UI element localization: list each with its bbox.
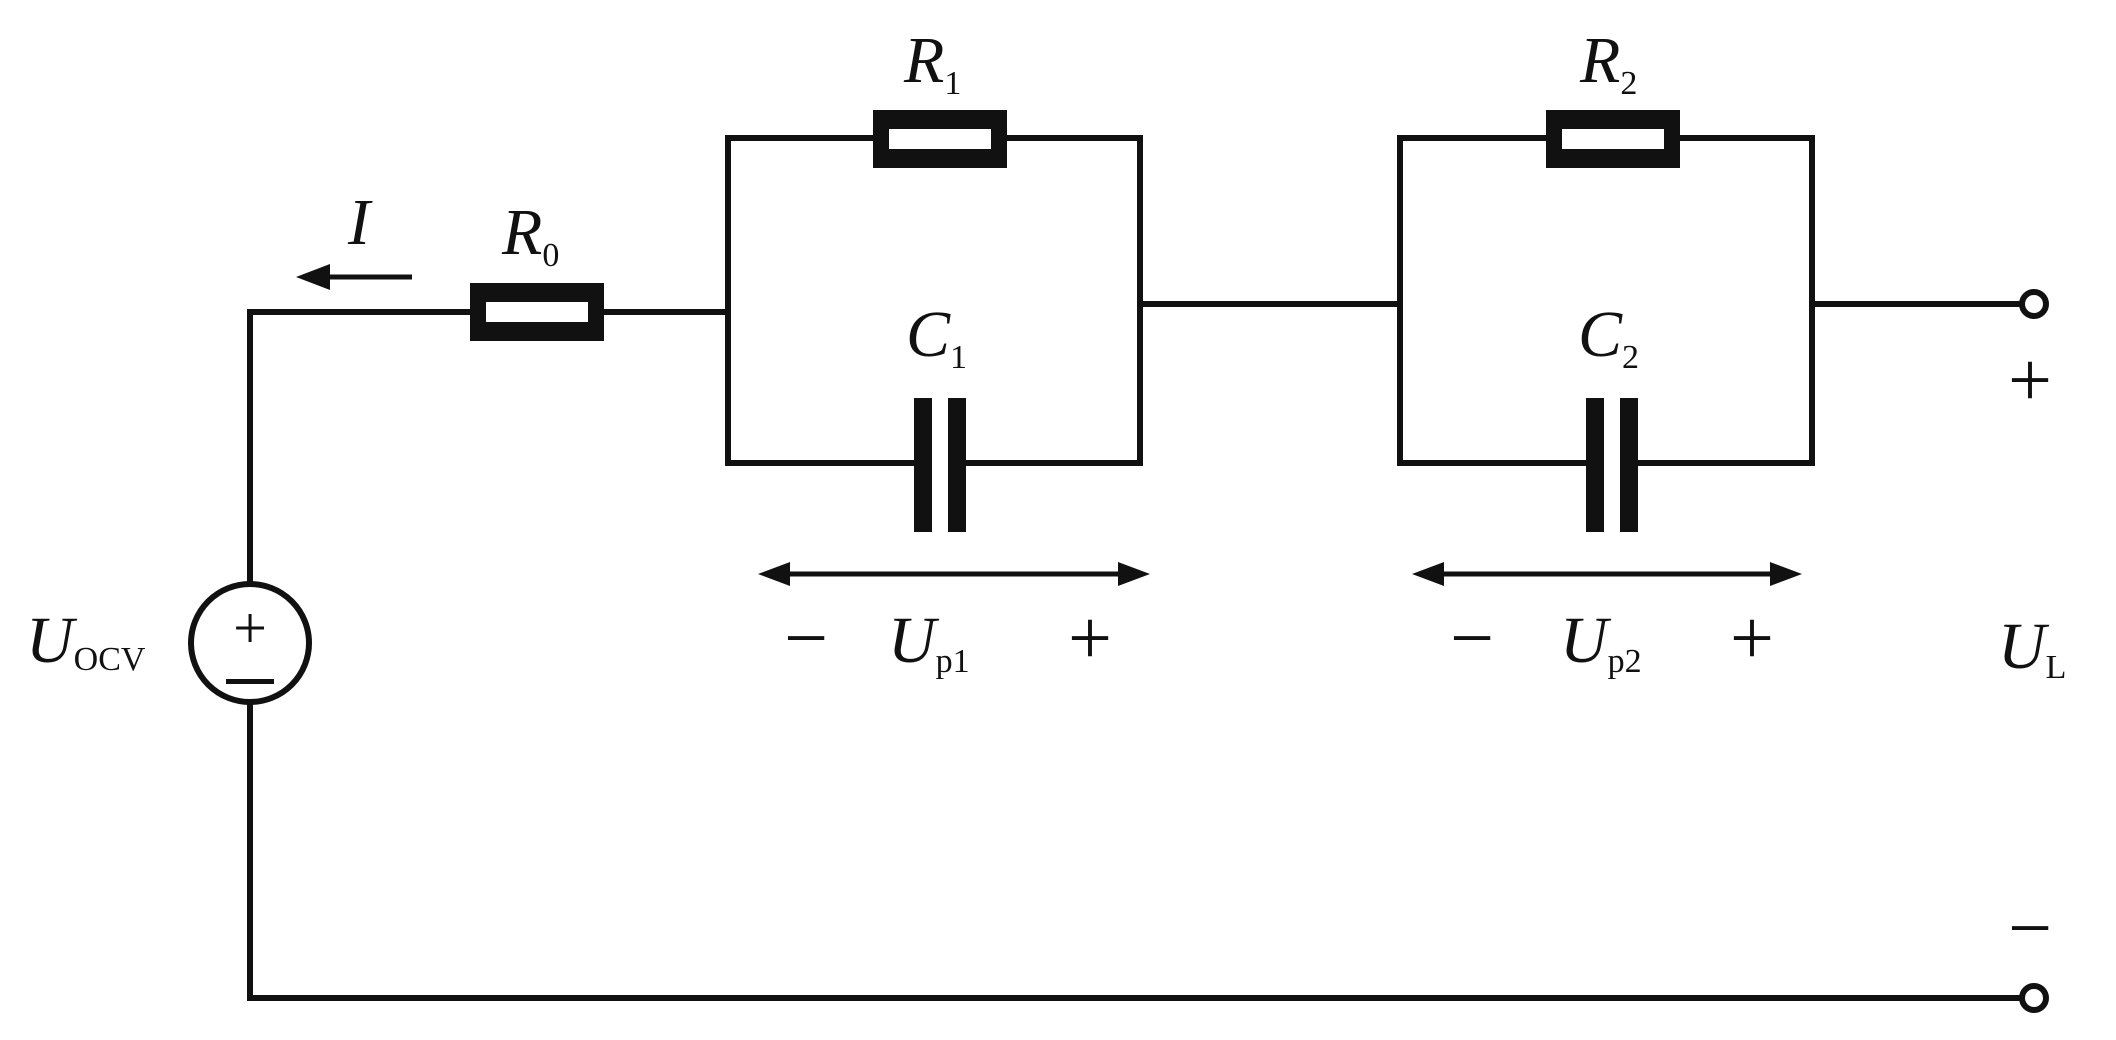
label-r1: R1	[903, 24, 961, 102]
label-r0: R0	[501, 196, 559, 274]
resistor-r2	[1546, 110, 1680, 168]
label-ul-main: U	[1998, 610, 2050, 683]
label-r0-sub: 0	[542, 237, 559, 274]
label-c1: C1	[906, 298, 967, 376]
label-c1-main: C	[906, 298, 951, 371]
up2-voltage-arrow	[1412, 562, 1802, 586]
current-arrow	[296, 264, 412, 290]
label-uocv-main: U	[26, 604, 78, 677]
label-up1: Up1	[888, 604, 970, 680]
label-r1-main: R	[903, 24, 944, 97]
negative-terminal	[2019, 983, 2049, 1013]
up2-plus-sign: +	[1730, 594, 1774, 681]
capacitor-c2	[1586, 398, 1638, 532]
source-minus-sign	[226, 679, 274, 684]
up1-voltage-arrow	[758, 562, 1150, 586]
label-current: I	[347, 186, 373, 259]
label-c1-sub: 1	[950, 339, 967, 376]
label-ul-sub: L	[2046, 649, 2067, 686]
label-uocv-sub: OCV	[74, 641, 146, 678]
label-c2-sub: 2	[1622, 339, 1639, 376]
up2-minus-sign: −	[1450, 594, 1494, 681]
label-up1-main: U	[888, 604, 940, 677]
label-ul: UL	[1998, 610, 2066, 686]
label-r2-main: R	[1579, 24, 1620, 97]
label-c2-main: C	[1578, 298, 1623, 371]
resistor-r1	[873, 110, 1007, 168]
label-r2: R2	[1579, 24, 1637, 102]
ul-plus-sign: +	[2008, 336, 2052, 423]
label-r2-sub: 2	[1620, 65, 1637, 102]
source-plus-sign: +	[233, 595, 267, 661]
resistor-r0	[470, 283, 604, 341]
voltage-source-uocv: +	[188, 581, 312, 705]
label-up2-sub: p2	[1608, 643, 1642, 680]
label-up2: Up2	[1560, 604, 1642, 680]
up1-plus-sign: +	[1068, 594, 1112, 681]
ul-minus-sign: −	[2008, 884, 2052, 971]
positive-terminal	[2019, 289, 2049, 319]
label-uocv: UOCV	[26, 604, 146, 678]
label-up1-sub: p1	[936, 643, 970, 680]
label-r0-main: R	[501, 196, 542, 269]
circuit-wires	[247, 135, 2027, 1001]
label-c2: C2	[1578, 298, 1639, 376]
up1-minus-sign: −	[784, 594, 828, 681]
label-up2-main: U	[1560, 604, 1612, 677]
label-r1-sub: 1	[944, 65, 961, 102]
capacitor-c1	[914, 398, 966, 532]
